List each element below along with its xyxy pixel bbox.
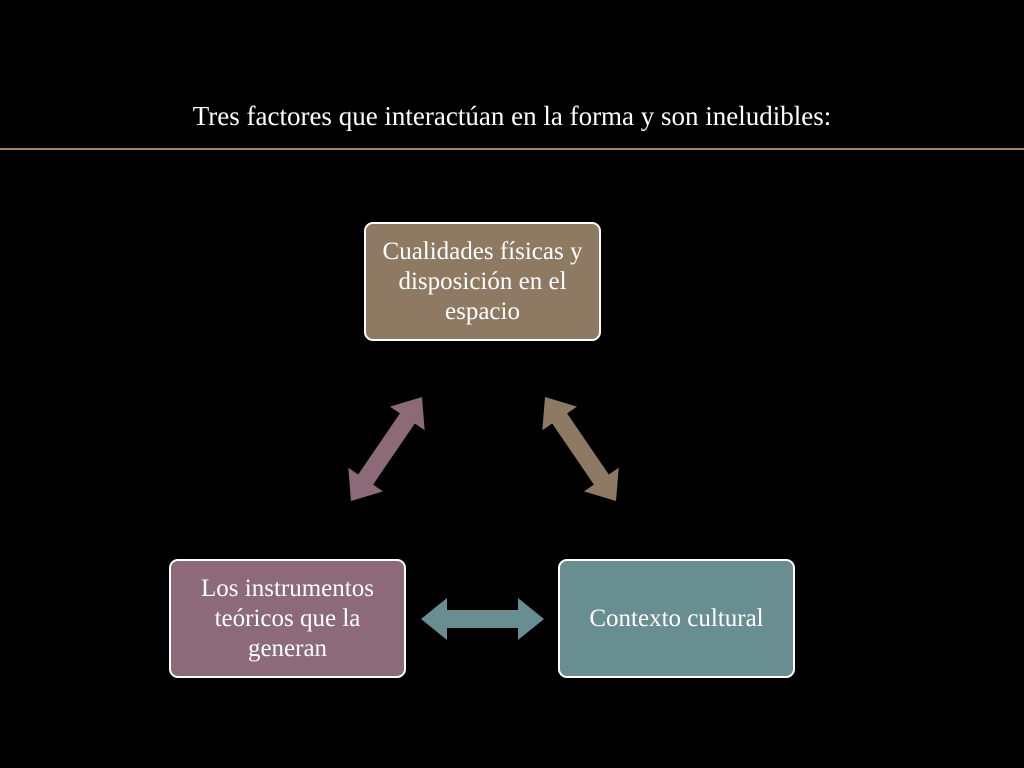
- title-divider: [0, 148, 1024, 150]
- arrow-left-top: [348, 397, 425, 501]
- node-cultural-context-label: Contexto cultural: [589, 604, 764, 632]
- node-physical-qualities-label: Cualidades físicas y disposición en el e…: [382, 237, 583, 325]
- node-cultural-context: Contexto cultural: [558, 559, 795, 678]
- arrow-top-right: [542, 397, 619, 501]
- slide-title: Tres factores que interactúan en la form…: [192, 101, 832, 131]
- arrow-left-right: [421, 598, 544, 640]
- node-theoretical-instruments: Los instrumentos teóricos que la generan: [169, 559, 406, 678]
- node-physical-qualities: Cualidades físicas y disposición en el e…: [364, 222, 601, 341]
- node-theoretical-instruments-label: Los instrumentos teóricos que la generan: [201, 574, 374, 662]
